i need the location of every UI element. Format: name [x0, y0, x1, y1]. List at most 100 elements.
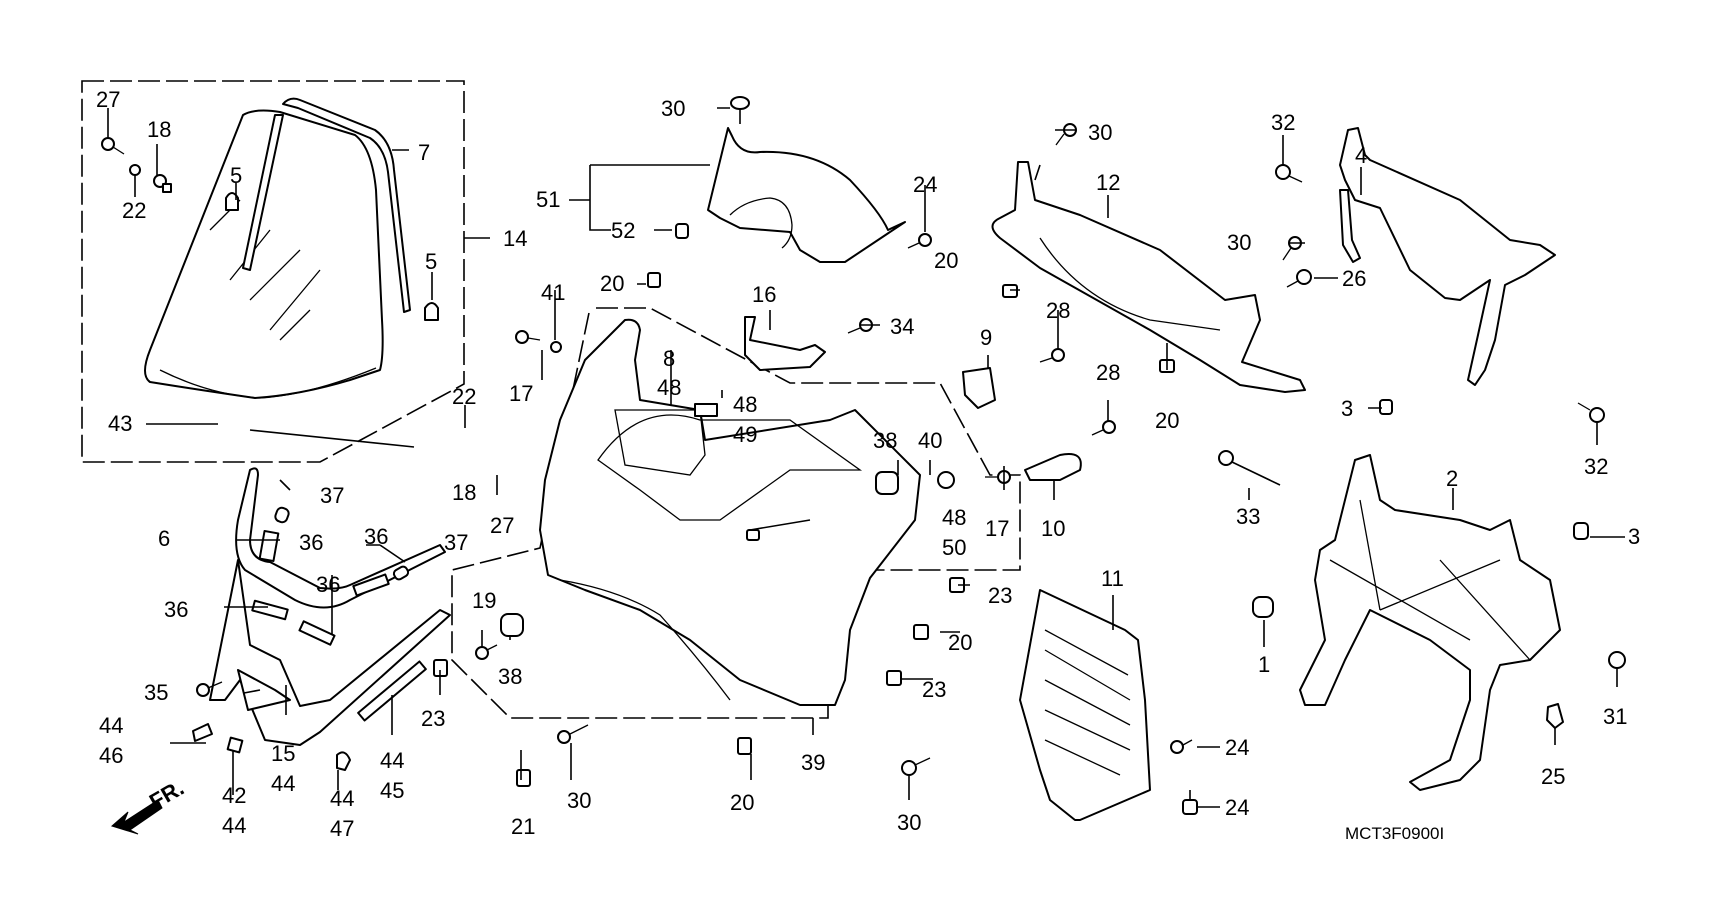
callout[interactable]: 32 [1271, 110, 1295, 135]
bolt-26[interactable] [1286, 269, 1312, 288]
callout[interactable]: 1 [1258, 652, 1270, 677]
callout[interactable]: 5 [425, 249, 437, 274]
callout[interactable]: 39 [801, 750, 825, 775]
callout[interactable]: 8 [663, 346, 675, 371]
callout[interactable]: 43 [108, 411, 132, 436]
screw-19[interactable] [475, 644, 498, 660]
callout[interactable]: 47 [330, 816, 354, 841]
callout[interactable]: 16 [752, 282, 776, 307]
callout[interactable]: 24 [1225, 735, 1249, 760]
cowl-stay-2[interactable] [1299, 454, 1561, 791]
cap-37b[interactable] [392, 565, 410, 581]
callout[interactable]: 18 [147, 117, 171, 142]
callout[interactable]: 37 [444, 530, 468, 555]
callout[interactable]: 34 [890, 314, 914, 339]
callout[interactable]: 27 [96, 87, 120, 112]
callout[interactable]: 48 [657, 375, 681, 400]
collar-3b[interactable] [1573, 522, 1589, 540]
bracket-10[interactable] [1024, 453, 1082, 481]
clip-20-mid[interactable] [913, 624, 929, 640]
callout[interactable]: 30 [897, 810, 921, 835]
callout[interactable]: 20 [948, 630, 972, 655]
callout[interactable]: 36 [299, 530, 323, 555]
callout[interactable]: 23 [988, 583, 1012, 608]
callout[interactable]: 20 [934, 248, 958, 273]
callout[interactable]: 24 [1225, 795, 1249, 820]
callout[interactable]: 33 [1236, 504, 1260, 529]
callout[interactable]: 35 [144, 680, 168, 705]
screw-24-under-a[interactable] [1170, 739, 1193, 754]
screw-30-top[interactable] [730, 96, 750, 124]
callout[interactable]: 46 [99, 743, 123, 768]
callout[interactable]: 4 [1355, 143, 1367, 168]
callout[interactable]: 48 [733, 392, 757, 417]
cowl-stay-4[interactable] [1339, 127, 1556, 386]
callout[interactable]: 22 [122, 198, 146, 223]
callout[interactable]: 36 [316, 572, 340, 597]
callout[interactable]: 20 [600, 271, 624, 296]
callout[interactable]: 40 [918, 428, 942, 453]
front-cowl-part[interactable] [539, 318, 921, 706]
screw-30-under[interactable] [901, 757, 931, 776]
screw-30-lower[interactable] [557, 724, 589, 744]
screw-28a[interactable] [1039, 348, 1065, 363]
clip-48-50[interactable] [746, 529, 760, 541]
windscreen-part[interactable] [144, 109, 384, 399]
callout[interactable]: 28 [1046, 298, 1070, 323]
cap-44-46[interactable] [192, 723, 213, 742]
duct-16[interactable] [744, 316, 826, 371]
callout[interactable]: 12 [1096, 170, 1120, 195]
under-cover-11[interactable] [1019, 589, 1151, 821]
callout[interactable]: 21 [511, 814, 535, 839]
cap-44-47[interactable] [336, 751, 351, 771]
strip-44-45[interactable] [357, 660, 427, 722]
callout[interactable]: 11 [1101, 566, 1124, 591]
callout[interactable]: 45 [380, 778, 404, 803]
clip-21[interactable] [516, 769, 531, 787]
screw-28b[interactable] [1091, 420, 1116, 436]
grommet-38-lower[interactable] [500, 613, 524, 637]
callout[interactable]: 6 [158, 526, 170, 551]
callout[interactable]: 7 [418, 140, 430, 165]
callout[interactable]: 17 [509, 381, 533, 406]
callout[interactable]: 52 [611, 218, 635, 243]
inner-duct-12[interactable] [991, 161, 1306, 393]
nut-41[interactable] [550, 341, 562, 353]
clip-20-top[interactable] [647, 272, 661, 288]
callout[interactable]: 3 [1341, 396, 1353, 421]
callout[interactable]: 51 [536, 187, 560, 212]
callout[interactable]: 20 [1155, 408, 1179, 433]
callout[interactable]: 30 [567, 788, 591, 813]
callout[interactable]: 30 [1088, 120, 1112, 145]
pad-36a[interactable] [258, 529, 280, 563]
clip-20-duct[interactable] [1002, 284, 1018, 298]
seal-48-49[interactable] [694, 403, 718, 417]
callout[interactable]: 48 [942, 505, 966, 530]
grommet-40[interactable] [937, 471, 955, 489]
callout[interactable]: 38 [873, 428, 897, 453]
callout[interactable]: 27 [490, 513, 514, 538]
callout[interactable]: 44 [330, 786, 354, 811]
callout[interactable]: 28 [1096, 360, 1120, 385]
callout[interactable]: 42 [222, 783, 246, 808]
clip-5a[interactable] [225, 192, 239, 211]
callout[interactable]: 22 [452, 384, 476, 409]
callout[interactable]: 15 [271, 741, 295, 766]
callout[interactable]: 49 [733, 422, 757, 447]
callout[interactable]: 30 [1227, 230, 1251, 255]
callout[interactable]: 50 [942, 535, 966, 560]
callout[interactable]: 2 [1446, 466, 1458, 491]
clip-23-low[interactable] [886, 670, 902, 686]
cover-15[interactable] [237, 669, 291, 711]
callout[interactable]: 25 [1541, 764, 1565, 789]
collar-3a[interactable] [1379, 399, 1393, 415]
screw-24-top[interactable] [907, 233, 932, 249]
callout[interactable]: 44 [99, 713, 123, 738]
callout[interactable]: 17 [985, 516, 1009, 541]
callout[interactable]: 32 [1584, 454, 1608, 479]
callout[interactable]: 36 [364, 524, 388, 549]
callout[interactable]: 3 [1628, 524, 1640, 549]
grommet-1[interactable] [1252, 596, 1274, 618]
windscreen-trim-strip[interactable] [242, 97, 411, 313]
washer-22[interactable] [129, 164, 141, 176]
